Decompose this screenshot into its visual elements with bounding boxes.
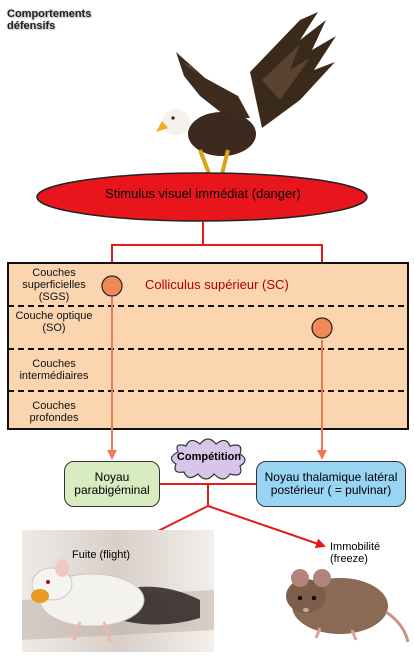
- sgs-neuron: [101, 275, 123, 297]
- layer-label-intermediate: Couches intermédiaires: [19, 358, 89, 382]
- competition-label: Compétition: [176, 451, 242, 463]
- freeze-label: Immobilité (freeze): [330, 541, 381, 565]
- stimulus-connector: [107, 221, 204, 273]
- pulvinar-label: Noyau thalamique latéral postérieur ( = …: [264, 470, 398, 497]
- layer-label-sgs: Couches superficielles (SGS): [22, 267, 86, 303]
- stimulus-label: Stimulus visuel immédiat (danger): [105, 186, 301, 201]
- freezing-mouse-image: [286, 569, 410, 643]
- eagle-image: [156, 12, 336, 187]
- colliculus-box: [7, 262, 409, 430]
- running-mouse-image: [22, 530, 214, 652]
- layer-label-so: Couche optique (SO): [15, 310, 93, 334]
- parabigeminal-label: Noyau parabigéminal: [74, 470, 150, 497]
- layer-label-deep: Couches profondes: [29, 400, 79, 424]
- colliculus-label: Colliculus supérieur (SC): [145, 277, 289, 292]
- parabigeminal-box: Noyau parabigéminal: [64, 461, 160, 507]
- freeze-arrow: [207, 505, 326, 549]
- flight-label: Fuite (flight): [72, 549, 131, 561]
- pulvinar-box: Noyau thalamique latéral postérieur ( = …: [256, 461, 406, 507]
- competition-cloud: [170, 438, 246, 480]
- diagram-title: Comportements défensifs: [7, 8, 92, 32]
- so-neuron: [311, 317, 333, 339]
